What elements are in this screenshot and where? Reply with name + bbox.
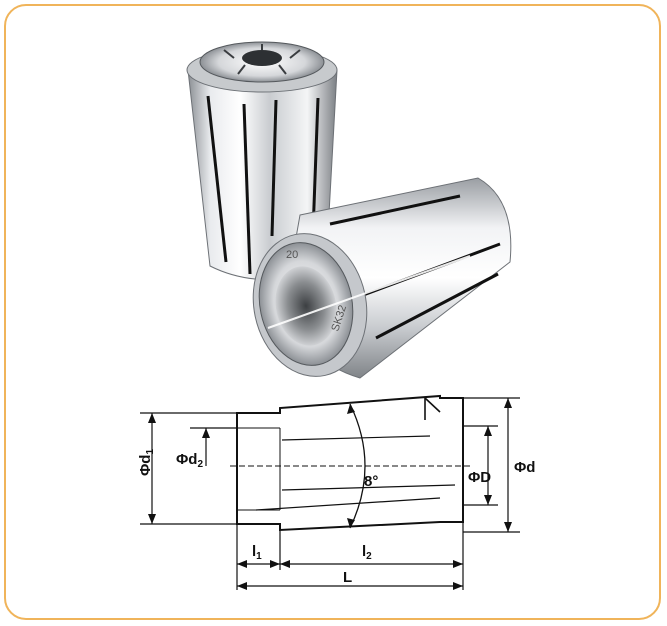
taper-angle-label: 8° [364,473,378,490]
dimension-total-length-label: L [343,569,352,586]
dimension-collar-d-label: ΦD [468,469,491,486]
dimension-arrows [148,398,512,590]
dimension-d2-label: Φd2 [176,451,203,470]
dimension-l2-label: l2 [362,543,372,562]
dimension-l1-label: l1 [252,543,262,562]
collet-lying [252,177,512,379]
dimension-drawing [140,394,520,590]
dimension-d1-label: Φd1 [137,449,156,476]
dimension-d-label: Φd [514,459,535,476]
collet-size-engraving: 20 [286,249,298,261]
